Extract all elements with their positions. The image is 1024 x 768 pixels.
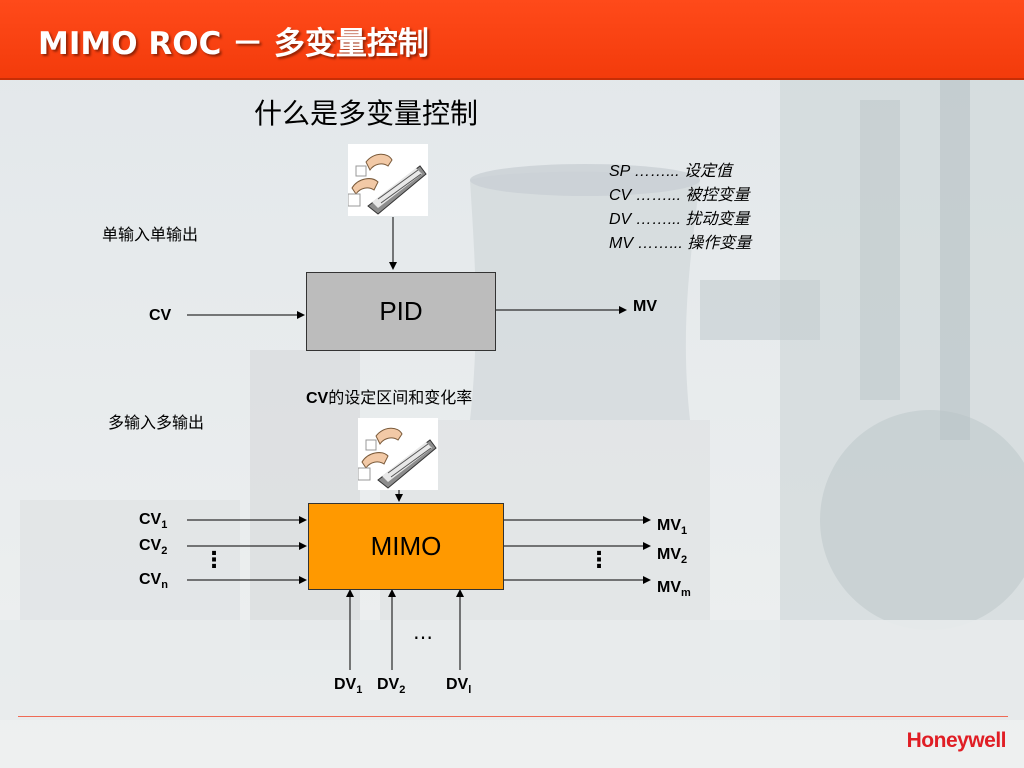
signal-name: MV [657, 579, 681, 596]
legend-meaning: 操作变量 [687, 235, 752, 252]
mimo-label: 多输入多输出 [108, 413, 205, 432]
signal-name: MV [657, 546, 681, 563]
legend-meaning: 设定值 [684, 163, 733, 180]
signal-name: CV [139, 511, 162, 528]
legend-row-sp: SP ……... 设定值 [609, 160, 751, 184]
slide-title: MIMO ROC － 多变量控制 [38, 26, 429, 62]
legend-abbr: MV [609, 235, 633, 252]
signal-sub: 2 [681, 554, 688, 566]
signal-name: DV [446, 676, 469, 693]
pid-box-label: PID [379, 296, 423, 326]
keyboard-hands-icon [358, 418, 438, 490]
legend-row-cv: CV ……... 被控变量 [609, 184, 751, 208]
cv-setpoint-text: 的设定区间和变化率 [328, 388, 473, 407]
signal-sub: 1 [161, 519, 168, 531]
legend-abbr: SP [609, 163, 630, 180]
input-cv-1: CV1 [139, 511, 167, 531]
legend-abbr: DV [609, 211, 632, 228]
output-mv-2: MV2 [657, 546, 687, 566]
signal-name: CV [139, 571, 162, 588]
honeywell-logo: Honeywell [906, 729, 1007, 752]
signal-sub: l [468, 684, 472, 696]
siso-label: 单输入单输出 [102, 225, 199, 244]
signal-name: MV [657, 517, 681, 534]
signal-sub: 2 [161, 545, 168, 557]
dv-2: DV2 [377, 676, 405, 696]
input-cv-2: CV2 [139, 537, 167, 557]
abbreviation-legend: SP ……... 设定值 CV ……... 被控变量 DV ……... 扰动变量… [609, 160, 751, 256]
cv-setpoint-note: CV的设定区间和变化率 [306, 384, 472, 408]
input-ellipsis: ⋮ [203, 548, 225, 573]
legend-abbr: CV [609, 187, 632, 204]
input-cv-n: CVn [139, 571, 168, 591]
keyboard-hands-icon [348, 144, 428, 216]
cv-setpoint-prefix: CV [306, 390, 329, 407]
legend-dots: ……... [635, 187, 682, 204]
legend-dots: ……... [635, 211, 682, 228]
signal-sub: 1 [356, 684, 363, 696]
signal-sub: m [681, 587, 691, 599]
signal-sub: n [161, 579, 168, 591]
dv-l: DVl [446, 676, 471, 696]
pid-box: PID [306, 272, 496, 351]
dv-1: DV1 [334, 676, 362, 696]
output-mv-1: MV1 [657, 517, 687, 537]
legend-meaning: 扰动变量 [685, 211, 750, 228]
title-bar: MIMO ROC － 多变量控制 [0, 0, 1024, 80]
siso-input-label: CV [149, 307, 172, 324]
legend-row-dv: DV ……... 扰动变量 [609, 208, 751, 232]
siso-output-label: MV [633, 298, 657, 315]
output-mv-m: MVm [657, 579, 691, 599]
dv-ellipsis: … [413, 620, 433, 644]
signal-name: DV [377, 676, 400, 693]
signal-name: CV [139, 537, 162, 554]
signal-sub: 1 [681, 525, 688, 537]
legend-meaning: 被控变量 [685, 187, 750, 204]
mimo-box-label: MIMO [370, 531, 442, 561]
footer-divider [18, 716, 1008, 717]
signal-sub: 2 [399, 684, 406, 696]
slide-heading: 什么是多变量控制 [254, 97, 479, 130]
signal-name: DV [334, 676, 357, 693]
legend-row-mv: MV ……... 操作变量 [609, 232, 751, 256]
mimo-box: MIMO [308, 503, 504, 590]
legend-dots: ……... [634, 163, 680, 180]
legend-dots: ……... [637, 235, 683, 252]
output-ellipsis: ⋮ [588, 548, 610, 573]
